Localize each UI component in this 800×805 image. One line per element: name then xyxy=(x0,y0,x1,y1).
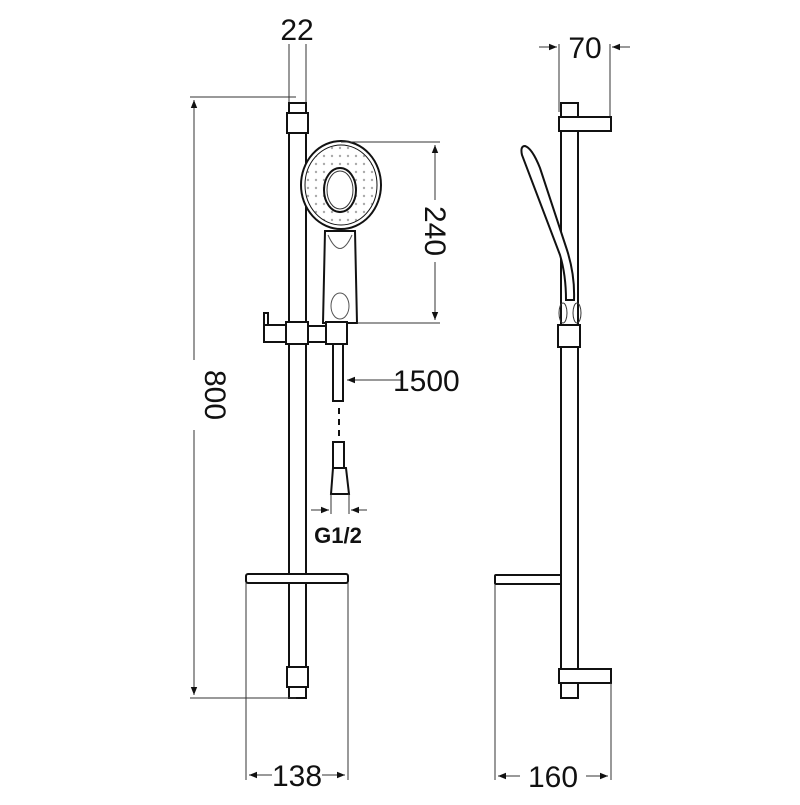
rail-height-label: 800 xyxy=(198,370,231,420)
front-view: 22 800 xyxy=(190,14,460,793)
dim-connection-thread: G1/2 xyxy=(311,494,367,548)
soap-dish: 138 xyxy=(245,573,349,793)
side-rail xyxy=(558,102,612,699)
handshower-profile xyxy=(520,144,582,348)
shower-hose: 1500 xyxy=(329,343,460,495)
rail-width-label: 22 xyxy=(280,14,313,47)
dim-handshower-length: 240 xyxy=(341,141,451,324)
connection-thread-label: G1/2 xyxy=(314,523,362,548)
slider-holder xyxy=(263,312,348,345)
side-soap-dish: 160 xyxy=(494,574,612,794)
slide-rail xyxy=(286,102,309,699)
hose-length-label: 1500 xyxy=(393,365,460,398)
handshower-length-label: 240 xyxy=(418,206,451,256)
dim-bracket-depth: 70 xyxy=(539,32,630,118)
side-view: 70 160 xyxy=(494,32,630,794)
bracket-depth-label: 70 xyxy=(568,32,601,65)
hand-shower xyxy=(300,140,382,324)
soap-dish-depth-label: 160 xyxy=(528,761,578,794)
soap-dish-width-label: 138 xyxy=(272,760,322,793)
dim-rail-width: 22 xyxy=(280,14,314,103)
dim-rail-height: 800 xyxy=(190,96,296,699)
